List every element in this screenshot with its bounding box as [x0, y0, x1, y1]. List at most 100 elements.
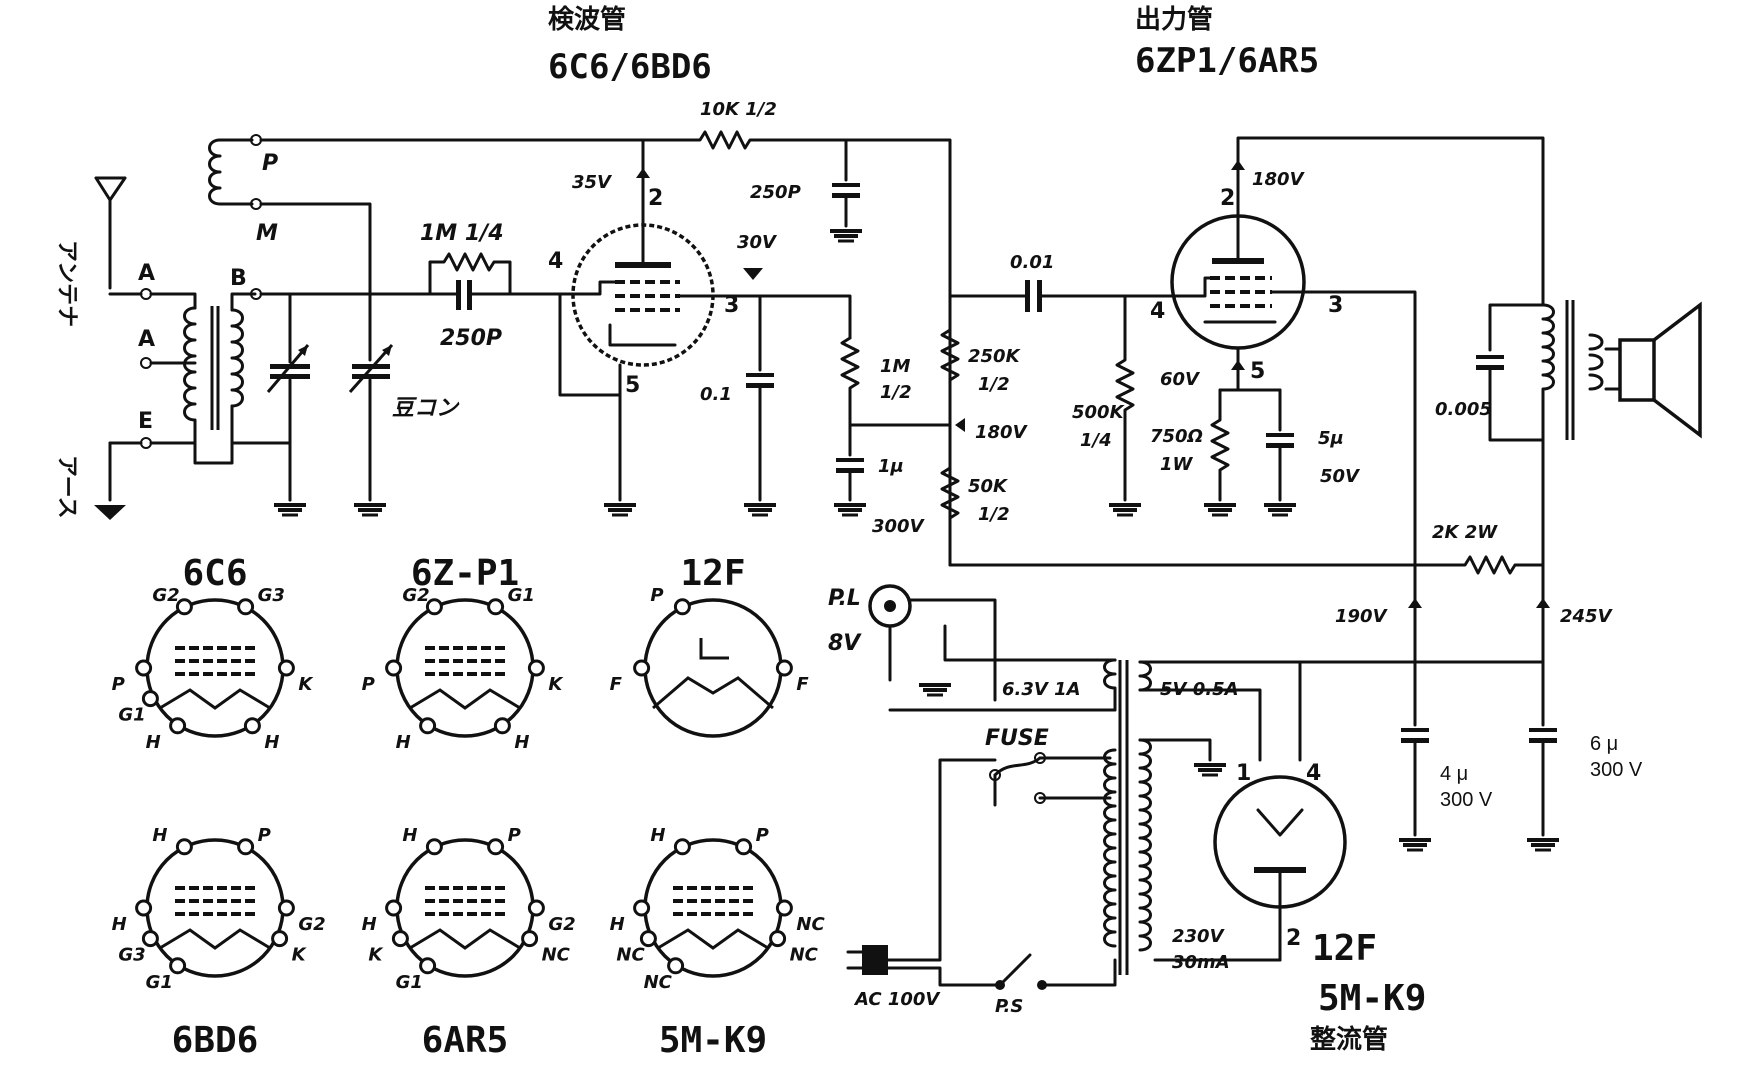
tube-base-title: 6C6 [182, 553, 247, 594]
base-filament [652, 676, 774, 710]
grid-leak-label: 1M 1/4 [420, 221, 504, 246]
out-plate-voltage: 180V [1252, 169, 1306, 190]
base-pin [667, 957, 685, 975]
base-pin-label: P [650, 585, 663, 606]
base-pin [385, 899, 403, 917]
base-pin-label: P [508, 825, 521, 846]
base-pin [673, 838, 691, 856]
base-pin [169, 717, 187, 735]
out-pin-5: 5 [1250, 359, 1265, 384]
base-pin-label: NC [542, 945, 571, 966]
base-pin [425, 838, 443, 856]
base-pin-label: K [548, 674, 564, 695]
base-heater [159, 688, 271, 710]
cap-1u-label: 1μ [878, 456, 904, 477]
ac-plug-icon [846, 945, 888, 975]
cap-1u-voltage: 300V [872, 516, 926, 537]
coupling-cap-label: 0.01 [1010, 252, 1054, 273]
base-pin-label: P [756, 825, 769, 846]
base-heater [409, 688, 521, 710]
cathode-resistor-watts: 1W [1160, 454, 1194, 475]
resistor-50k-label: 50K [968, 476, 1009, 497]
base-pin [141, 930, 159, 948]
det-pin-2: 2 [648, 186, 663, 211]
pilot-lamp-voltage: 8V [828, 631, 862, 656]
rectifier-tube [1213, 775, 1347, 962]
bypass-cap-label: 0.1 [700, 384, 732, 405]
rectifier-alt-label: 12F [1312, 928, 1377, 969]
base-pin [769, 930, 787, 948]
base-pin-label: H [146, 732, 161, 753]
tube-base-envelope [643, 598, 783, 738]
base-pin-label: K [368, 945, 384, 966]
det-pin-3: 3 [724, 293, 739, 318]
base-pin-label: G1 [396, 972, 423, 993]
base-pin [735, 838, 753, 856]
resistor-50k-watts: 1/2 [978, 504, 1010, 525]
b-plus-190: 190V [1335, 606, 1389, 627]
rectifier-title-jp: 整流管 [1310, 1024, 1388, 1055]
screen-voltage-180: 180V [975, 422, 1029, 443]
det-screen-voltage: 30V [737, 232, 778, 253]
heater-winding-label: 6.3V 1A [1002, 679, 1081, 700]
out-pin-4: 4 [1150, 299, 1165, 324]
tube-base-envelope [395, 598, 535, 738]
base-pin [633, 899, 651, 917]
resistor-500k-label: 500K [1072, 402, 1126, 423]
tube-base-envelope [145, 598, 285, 738]
cathode-cap-label: 5μ [1318, 428, 1344, 449]
base-pin-label: G3 [118, 945, 145, 966]
base-pin [141, 690, 159, 708]
tube-base-title: 5M-K9 [659, 1020, 767, 1061]
base-pin-label: G3 [258, 585, 285, 606]
det-plate-voltage: 35V [572, 172, 613, 193]
base-pin [237, 598, 255, 616]
rect-pin-4: 4 [1306, 761, 1321, 786]
base-pin-label: G1 [146, 972, 173, 993]
earth-symbol [94, 441, 126, 520]
base-pin [243, 717, 261, 735]
base-pin [175, 598, 193, 616]
base-pin [135, 899, 153, 917]
det-pin-4: 4 [548, 249, 563, 274]
base-pin-label: H [402, 825, 417, 846]
antenna-coil [183, 306, 244, 432]
hv-winding-current: 30mA [1172, 952, 1230, 973]
base-heater [657, 928, 769, 950]
base-pin [673, 598, 691, 616]
tube-base-title: 6BD6 [172, 1020, 259, 1061]
base-pin-label: K [298, 674, 314, 695]
pilot-lamp [868, 584, 912, 628]
base-pin [527, 659, 545, 677]
resistor-1m-watts: 1/2 [880, 382, 912, 403]
resistor-1m-label: 1M [880, 356, 911, 377]
fuse-symbol [989, 752, 1046, 781]
base-pin [633, 659, 651, 677]
base-pin-label: H [112, 914, 127, 935]
filter-cap-4u-voltage: 300 V [1440, 789, 1493, 811]
base-pin [425, 598, 443, 616]
detector-tube [571, 205, 722, 367]
rectifier-type-label: 5M-K9 [1318, 978, 1426, 1019]
antenna-label-jp: アンテナ [54, 240, 79, 327]
base-pin [419, 717, 437, 735]
terminal-e-label: E [138, 409, 153, 434]
coil-m-label: M [256, 221, 278, 246]
speaker-icon [1604, 301, 1702, 439]
base-pin-label: P [112, 674, 125, 695]
rect-pin-1: 1 [1236, 761, 1251, 786]
base-pin [169, 957, 187, 975]
coil-p-label: P [262, 151, 278, 176]
base-pin-label: H [264, 732, 279, 753]
base-pin-label: F [796, 674, 809, 695]
base-pin-label: H [362, 914, 377, 935]
base-pin-label: H [152, 825, 167, 846]
out-pin-2: 2 [1220, 186, 1235, 211]
base-pin-label: NC [790, 945, 819, 966]
